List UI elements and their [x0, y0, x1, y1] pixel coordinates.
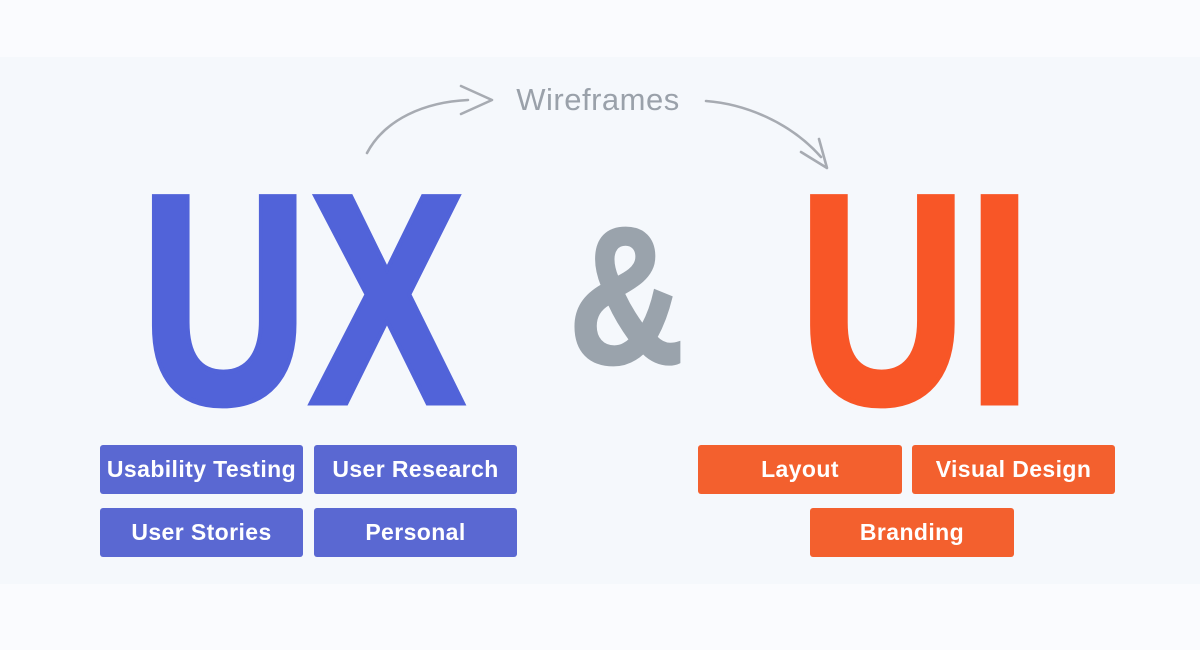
ux-tag-personal: Personal: [314, 508, 517, 557]
ui-tag-branding: Branding: [810, 508, 1014, 557]
top-background-band: [0, 0, 1200, 57]
ui-tag-layout: Layout: [698, 445, 902, 494]
left-arrowhead-icon: [459, 84, 494, 116]
bottom-background-band: [0, 584, 1200, 650]
ux-title-text: UX: [138, 131, 467, 467]
ux-title: UX: [0, 131, 604, 467]
ux-tag-user-stories: User Stories: [100, 508, 303, 557]
wireframes-label: Wireframes: [516, 82, 680, 117]
ampersand: &: [500, 187, 752, 405]
ui-title: UI: [700, 131, 1130, 467]
ampersand-text: &: [567, 187, 685, 405]
ui-title-text: UI: [796, 131, 1034, 467]
ux-tag-user-research: User Research: [314, 445, 517, 494]
ui-tag-visual-design: Visual Design: [912, 445, 1115, 494]
ux-tag-usability-testing: Usability Testing: [100, 445, 303, 494]
